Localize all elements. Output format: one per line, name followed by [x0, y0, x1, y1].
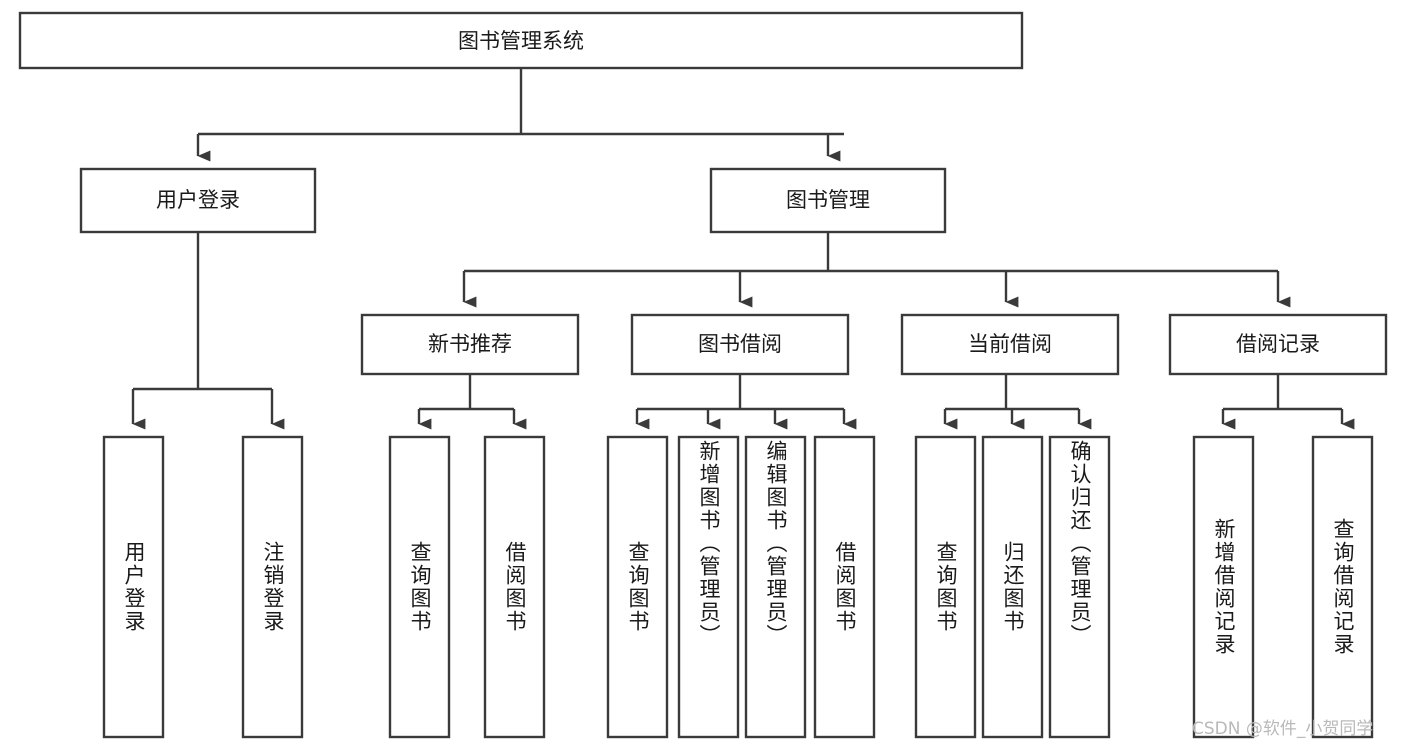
node-user-login-box[interactable]	[79, 167, 317, 234]
edges-root-to-level2	[196, 68, 844, 162]
node-current-borrow-box[interactable]	[900, 313, 1120, 376]
node-book-borrow[interactable]: 图书借阅	[630, 313, 850, 376]
node-new-book-recommend-label: 新书推荐	[428, 332, 512, 356]
node-current-borrow[interactable]: 当前借阅	[900, 313, 1120, 376]
edges-user-login-to-leaves	[131, 232, 285, 430]
node-current-borrow-label: 当前借阅	[968, 332, 1052, 356]
leaf-logout-box[interactable]	[241, 435, 304, 739]
node-user-login[interactable]: 用户登录	[79, 167, 317, 234]
leaf-add-borrow-record-box[interactable]	[1192, 435, 1255, 739]
node-borrow-record[interactable]: 借阅记录	[1168, 313, 1388, 376]
node-root-label: 图书管理系统	[458, 29, 584, 53]
edges-book-manage-to-level3	[462, 232, 1291, 308]
node-root[interactable]: 图书管理系统	[18, 11, 1024, 70]
node-borrow-record-label: 借阅记录	[1236, 332, 1320, 356]
node-book-manage[interactable]: 图书管理	[709, 167, 947, 234]
node-borrow-record-box[interactable]	[1168, 313, 1388, 376]
edges-current-borrow-to-leaves	[943, 374, 1092, 430]
node-book-borrow-label: 图书借阅	[698, 332, 782, 356]
node-book-manage-label: 图书管理	[786, 188, 870, 212]
edges-book-borrow-to-leaves	[635, 374, 857, 430]
leaf-user-login-box[interactable]	[102, 435, 165, 739]
node-book-manage-box[interactable]	[709, 167, 947, 234]
node-user-login-label: 用户登录	[156, 188, 240, 212]
edges-new-book-recommend-to-leaves	[417, 374, 527, 430]
leaf-return-book-box[interactable]	[981, 435, 1044, 739]
node-new-book-recommend[interactable]: 新书推荐	[360, 313, 580, 376]
leaf-edit-book-admin-box[interactable]	[744, 435, 807, 739]
node-new-book-recommend-box[interactable]	[360, 313, 580, 376]
leaf-query-book-bb-box[interactable]	[606, 435, 669, 739]
leaf-boxes	[102, 435, 1374, 739]
leaf-query-borrow-record-box[interactable]	[1311, 435, 1374, 739]
csdn-watermark: CSDN @软件_小贺同学	[1192, 719, 1374, 739]
leaf-borrow-book-bb-box[interactable]	[813, 435, 876, 739]
leaf-query-book-cb-box[interactable]	[914, 435, 977, 739]
node-root-box[interactable]	[18, 11, 1024, 70]
leaf-borrow-book-nbr-box[interactable]	[483, 435, 546, 739]
leaf-query-book-nbr-box[interactable]	[388, 435, 451, 739]
node-book-borrow-box[interactable]	[630, 313, 850, 376]
edges-borrow-record-to-leaves	[1221, 374, 1355, 430]
leaf-confirm-return-admin-box[interactable]	[1048, 435, 1111, 739]
leaf-add-book-admin-box[interactable]	[677, 435, 740, 739]
